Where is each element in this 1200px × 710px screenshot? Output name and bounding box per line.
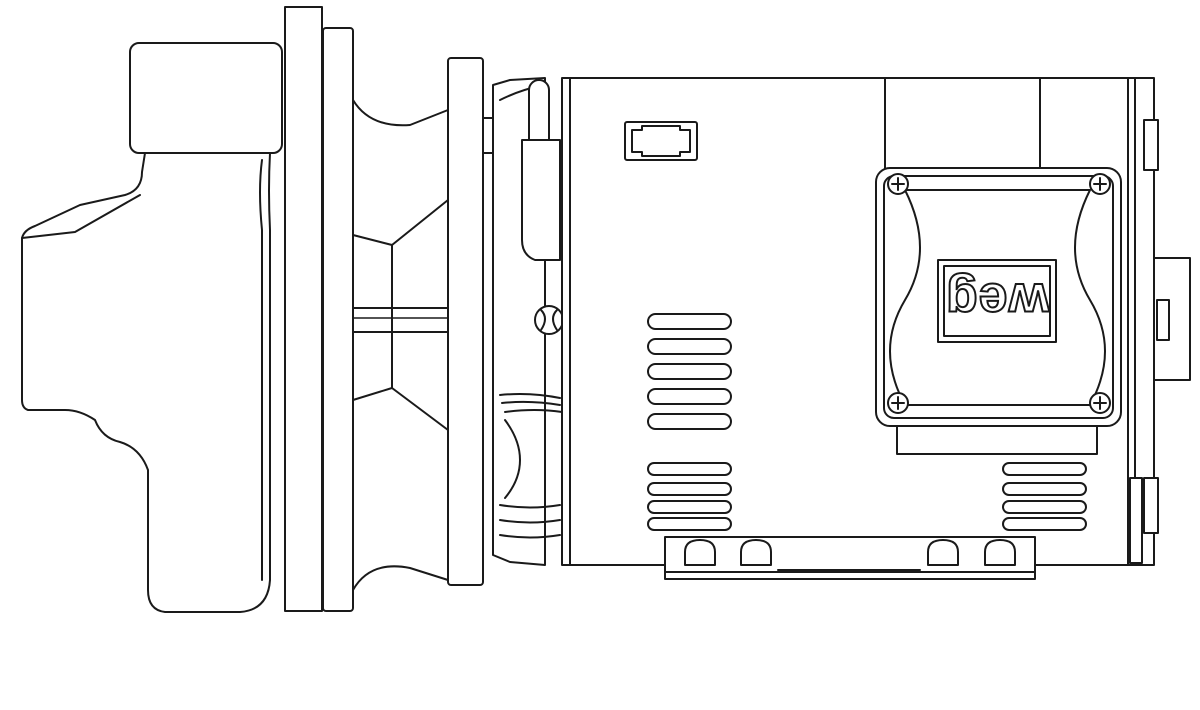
terminal-box-screw-icon — [1090, 174, 1110, 194]
terminal-box-screw-icon — [1090, 393, 1110, 413]
terminal-box-screw-icon — [888, 174, 908, 194]
motor-end-shield — [493, 78, 563, 565]
cooling-vents-right — [1003, 463, 1086, 530]
nameplate — [625, 122, 697, 160]
cooling-vents-left — [648, 314, 731, 530]
motor-adapter-bracket — [353, 35, 493, 590]
pump-flanges — [285, 7, 353, 611]
brand-logo-text: weg — [945, 272, 1050, 330]
terminal-box-screw-icon — [888, 393, 908, 413]
motor-mounting-foot — [665, 537, 1035, 579]
brand-logo: weg — [938, 260, 1056, 342]
pump-casing — [22, 43, 282, 612]
terminal-box: weg — [876, 168, 1121, 454]
